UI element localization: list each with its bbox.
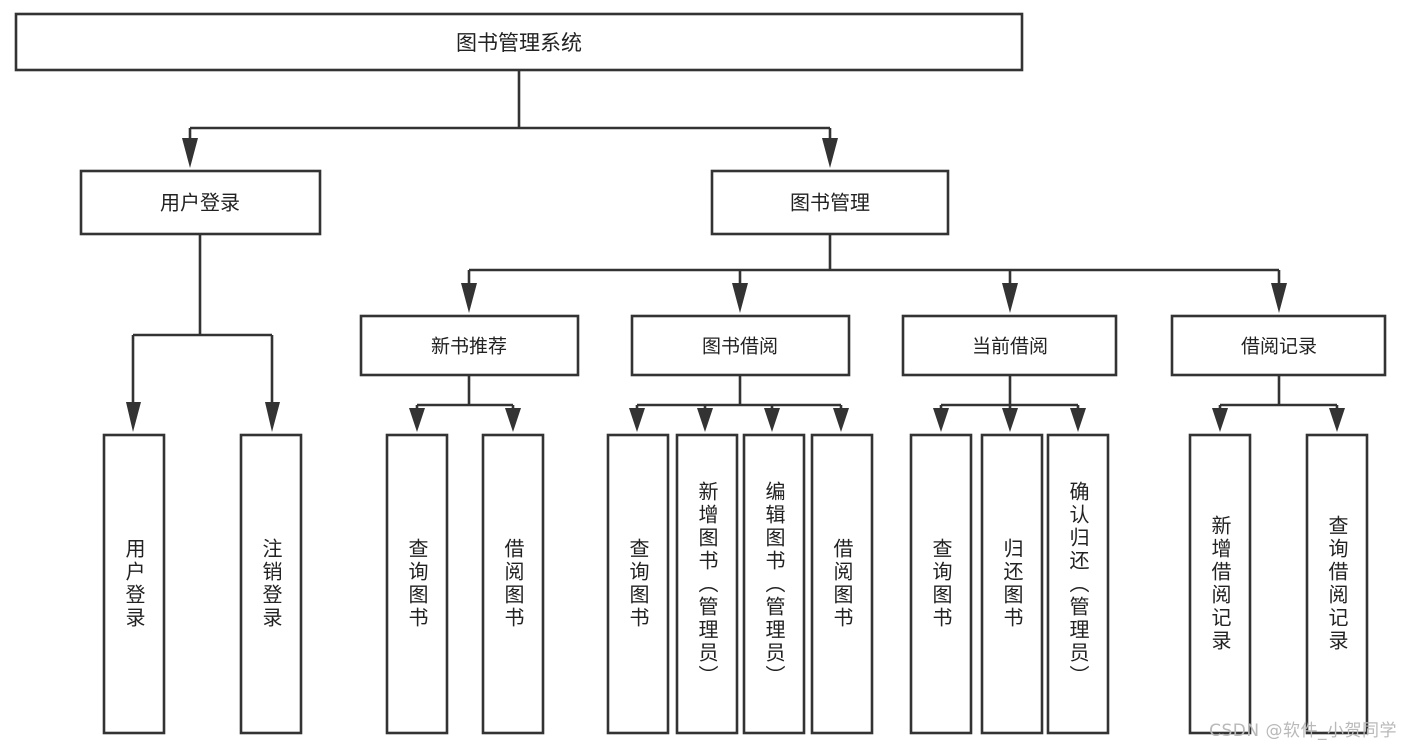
arrow-head-leaf-query-book-1	[409, 408, 425, 432]
arrow-head-current-borrow	[1002, 283, 1018, 313]
arrow-head-leaf-query-book-3	[933, 408, 949, 432]
node-user-login-label: 用户登录	[160, 191, 240, 215]
node-leaf-user-login-box[interactable]	[102, 433, 166, 735]
arrow-head-leaf-user-login	[126, 402, 141, 432]
arrow-head-book-manage	[822, 138, 838, 168]
node-borrow-record[interactable]: 借阅记录	[1170, 314, 1387, 377]
node-borrow-record-box[interactable]	[1170, 314, 1387, 377]
watermark-text: CSDN @软件_小贺同学	[1209, 721, 1397, 741]
node-user-login-box[interactable]	[79, 169, 322, 236]
node-book-borrow[interactable]: 图书借阅	[630, 314, 851, 377]
arrow-head-leaf-return-book	[1002, 408, 1018, 432]
node-leaf-add-book-box[interactable]	[675, 433, 739, 735]
arrow-head-leaf-add-book	[697, 408, 713, 432]
node-leaf-borrow-book-1-box[interactable]	[481, 433, 545, 735]
node-leaf-user-logout-box[interactable]	[239, 433, 303, 735]
node-book-manage-box[interactable]	[710, 169, 950, 236]
arrow-head-borrow-record	[1271, 283, 1287, 313]
node-new-book-recommend[interactable]: 新书推荐	[359, 314, 580, 377]
node-book-manage[interactable]: 图书管理	[710, 169, 950, 236]
node-current-borrow-label: 当前借阅	[972, 336, 1048, 358]
arrow-head-leaf-confirm-return	[1070, 408, 1086, 432]
node-root[interactable]: 图书管理系统	[14, 12, 1024, 72]
node-new-book-recommend-box[interactable]	[359, 314, 580, 377]
node-leaf-query-borrow-record-box[interactable]	[1305, 433, 1369, 735]
node-leaf-return-book-box[interactable]	[980, 433, 1044, 735]
node-root-label: 图书管理系统	[456, 31, 582, 55]
node-current-borrow-box[interactable]	[901, 314, 1118, 377]
node-user-login[interactable]: 用户登录	[79, 169, 322, 236]
node-leaf-borrow-book-2-box[interactable]	[810, 433, 874, 735]
arrow-head-leaf-edit-book	[764, 408, 780, 432]
node-book-manage-label: 图书管理	[790, 191, 870, 215]
arrow-head-leaf-query-book-2	[629, 408, 645, 432]
node-leaf-query-book-1-box[interactable]	[385, 433, 449, 735]
node-leaf-edit-book-box[interactable]	[742, 433, 806, 735]
arrow-head-leaf-query-borrow-record	[1329, 408, 1345, 432]
connector-layer	[126, 70, 1345, 432]
arrow-head-user-login	[182, 138, 198, 168]
node-leaf-confirm-return-box[interactable]	[1046, 433, 1110, 735]
node-leaf-query-book-2-box[interactable]	[606, 433, 670, 735]
node-borrow-record-label: 借阅记录	[1241, 336, 1317, 358]
arrow-head-leaf-add-borrow-record	[1212, 408, 1228, 432]
arrow-head-new-book-recommend	[461, 283, 477, 313]
arrow-head-leaf-user-logout	[265, 402, 280, 432]
leaf-box-layer	[102, 433, 1369, 735]
node-root-box[interactable]	[14, 12, 1024, 72]
node-book-borrow-box[interactable]	[630, 314, 851, 377]
arrow-head-book-borrow	[732, 283, 748, 313]
node-leaf-query-book-3-box[interactable]	[909, 433, 973, 735]
arrow-head-leaf-borrow-book-2	[833, 408, 849, 432]
node-leaf-add-borrow-record-box[interactable]	[1188, 433, 1252, 735]
node-book-borrow-label: 图书借阅	[702, 336, 778, 358]
arrow-head-leaf-borrow-book-1	[505, 408, 521, 432]
node-new-book-recommend-label: 新书推荐	[431, 336, 507, 358]
node-current-borrow[interactable]: 当前借阅	[901, 314, 1118, 377]
